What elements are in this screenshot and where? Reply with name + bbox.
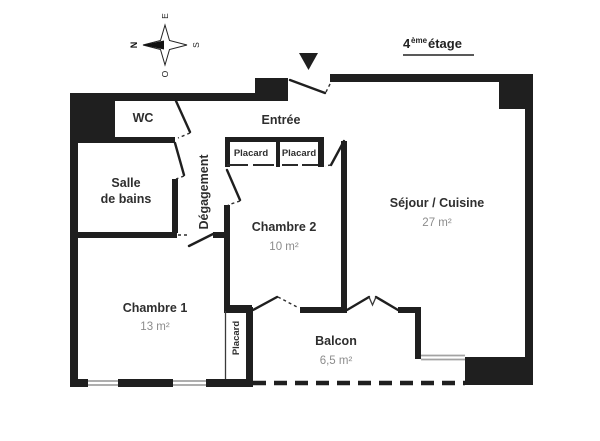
outer-wall-right [525, 74, 533, 385]
placard-chambre1-label: Placard [231, 321, 242, 356]
wc-door-leaf [174, 99, 192, 134]
compass-north-arm [143, 40, 164, 50]
compass-e: E [160, 13, 170, 19]
placard-strip-right-wall [246, 311, 252, 379]
placards-mid-wall [276, 137, 280, 167]
chambre2-door-swing [227, 200, 241, 206]
chambre2-door-leaf [225, 168, 242, 202]
sejour-bottom-wall [398, 307, 421, 313]
placard-strip-top-wall [224, 305, 252, 311]
bathroom-door-swing [175, 175, 185, 180]
placard-entree-2-label: Placard [282, 148, 317, 159]
bathroom-right-wall [172, 179, 178, 233]
outer-wall-top-left [70, 93, 288, 101]
wc-bottom-wall [70, 137, 175, 143]
outer-wall-bottom-seg-b [118, 379, 173, 387]
outer-wall-bottom-seg-a [70, 379, 88, 387]
chambre2-name: Chambre 2 [252, 220, 317, 234]
windows [88, 354, 465, 386]
chambre-divider-wall [224, 205, 230, 307]
entree-side-door-leaf [329, 139, 346, 167]
bathroom-label-line1: Salle [111, 176, 140, 190]
outer-wall-top-right [330, 74, 527, 82]
wc-label: WC [133, 111, 154, 125]
compass-n: N [129, 42, 139, 49]
chambre1-door-leaf [187, 232, 215, 248]
bathroom-bottom-wall [70, 232, 177, 238]
balcony-top-mid-wall [300, 307, 347, 313]
sejour-chambre2-wall [341, 141, 347, 313]
doors [173, 53, 400, 312]
corner-block-top-left [70, 93, 115, 140]
placard1-left-wall [225, 137, 230, 167]
placards-top-wall [225, 137, 324, 142]
degagement-label: Dégagement [197, 154, 211, 230]
entrance-wall-block [255, 78, 288, 101]
closet-lines [224, 164, 318, 379]
floor-label: 4 ème étage [403, 36, 474, 56]
floor-word: étage [428, 36, 462, 51]
compass-s: S [191, 42, 201, 48]
compass-o: O [160, 70, 170, 77]
sejour-balcony-door-center-mark [368, 296, 377, 307]
placard-entree-1-label: Placard [234, 148, 269, 159]
bathroom-label-line2: de bains [101, 192, 152, 206]
sejour-balcony-door-left-leaf [345, 295, 371, 312]
sejour-name: Séjour / Cuisine [390, 196, 485, 210]
entrance-arrow-icon [299, 53, 318, 70]
chambre2-balcony-door-leaf [251, 295, 279, 312]
wc-door-swing [177, 132, 191, 139]
bathroom-bottom-wall-stub [213, 232, 230, 238]
entrance-door-swing [325, 81, 332, 93]
balcony-right-wall [415, 313, 421, 359]
balcon-name: Balcon [315, 334, 357, 348]
bathroom-door-leaf [173, 141, 186, 177]
floor-number: 4 [403, 36, 411, 51]
floor-suffix: ème [411, 36, 428, 45]
compass-star [142, 23, 188, 67]
sejour-area: 27 m² [422, 217, 452, 229]
room-labels: WC Salle de bains Dégagement Entrée Plac… [101, 111, 485, 367]
outer-wall-left [70, 93, 78, 387]
chambre2-area: 10 m² [269, 241, 299, 253]
outer-wall-bottom-seg-c [206, 379, 253, 387]
corner-block-bottom-right [465, 357, 533, 385]
chambre1-area: 13 m² [140, 321, 170, 333]
entrance-door-leaf [288, 78, 327, 95]
entree-side-door-swing [324, 164, 332, 167]
entree-label: Entrée [262, 113, 301, 127]
sejour-balcony-door-right-leaf [374, 295, 400, 312]
chambre1-name: Chambre 1 [123, 301, 188, 315]
compass-rose-icon: N E S O [129, 13, 201, 77]
corner-block-top-right [499, 82, 527, 109]
chambre2-balcony-door-swing [277, 296, 300, 309]
balcon-area: 6,5 m² [320, 355, 353, 367]
placards-right-wall [318, 137, 324, 167]
walls [70, 74, 533, 387]
